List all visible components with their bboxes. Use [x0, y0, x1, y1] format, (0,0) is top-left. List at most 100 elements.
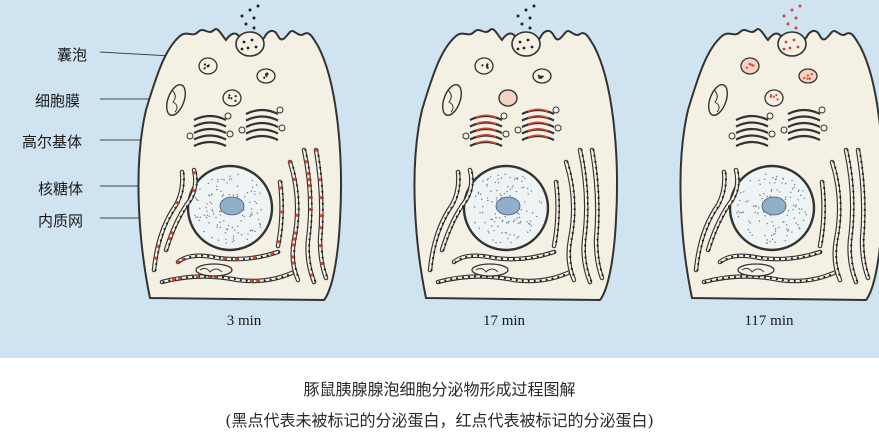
ribosome-dot	[835, 261, 838, 265]
ribosome-dot	[839, 214, 842, 217]
ribosome-dot	[471, 171, 474, 174]
chromatin-dot	[509, 194, 511, 197]
chromatin-dot	[759, 183, 761, 185]
chromatin-dot	[786, 235, 788, 237]
ribosome-dot	[860, 160, 863, 163]
cell-1	[137, 4, 342, 302]
chromatin-dot	[215, 185, 218, 188]
labeled-protein-dot	[306, 172, 310, 176]
chromatin-dot	[250, 208, 253, 210]
ribosome-dot	[310, 220, 313, 223]
ribosome-dot	[823, 210, 827, 214]
golgi-cisterna	[735, 114, 769, 121]
labeled-protein-dot	[156, 244, 160, 248]
ribosome-dot	[851, 178, 854, 181]
chromatin-dot	[765, 173, 767, 175]
chromatin-dot	[216, 226, 218, 228]
ribosome-dot	[725, 257, 728, 260]
ribosome-dot	[458, 210, 461, 213]
ribosome-dot	[321, 220, 324, 223]
chromatin-dot	[226, 182, 228, 184]
chromatin-dot	[194, 197, 197, 199]
ribosome-dot	[573, 214, 576, 217]
chromatin-dot	[487, 177, 489, 180]
ribosome-dot	[444, 279, 447, 282]
protein-dot	[263, 76, 266, 79]
chromatin-dot	[782, 178, 784, 180]
ribosome-dot	[822, 228, 825, 231]
ribosome-dot	[438, 280, 441, 284]
labeled-protein-dot	[288, 160, 292, 164]
ribosome-dot	[455, 277, 459, 280]
protein-dot	[522, 46, 526, 50]
time-label-3: 117 min	[744, 313, 794, 329]
chromatin-dot	[486, 197, 489, 199]
golgi-apparatus-b	[780, 106, 828, 141]
labeled-protein-dot	[309, 273, 314, 277]
chromatin-dot	[506, 190, 508, 193]
ribosome-dot	[796, 256, 799, 259]
chromatin-dot	[221, 195, 224, 197]
er-lumen	[314, 148, 328, 280]
ribosome-dot	[852, 202, 855, 205]
golgi-apparatus-a	[728, 112, 776, 147]
ribosome-dot	[838, 226, 841, 229]
ribosome-dot	[707, 222, 711, 225]
ribosome-dot	[705, 228, 708, 231]
chromatin-dot	[798, 208, 801, 210]
golgi-labeled-protein	[527, 127, 549, 132]
ribosome-dot	[861, 166, 864, 169]
mitochondrion-bottom	[737, 263, 775, 277]
chromatin-dot	[747, 228, 750, 231]
ribosome-dot	[174, 226, 177, 229]
chromatin-dot	[489, 176, 492, 178]
secreted-dot	[790, 8, 794, 12]
chromatin-dot	[524, 201, 526, 203]
chromatin-dot	[511, 187, 513, 189]
ribosome-dot	[305, 154, 308, 157]
ribosome-dot	[195, 254, 198, 258]
ribosome-dot	[154, 268, 157, 272]
ribosome-dot	[555, 240, 558, 243]
chromatin-dot	[518, 216, 521, 219]
ribosome-dot	[760, 256, 764, 260]
chromatin-dot	[199, 207, 201, 210]
chromatin-dot	[232, 194, 235, 196]
ribosome-dot	[863, 256, 866, 259]
chromatin-dot	[769, 182, 771, 184]
chromatin-dot	[488, 232, 490, 234]
labeled-protein-dot	[292, 237, 296, 241]
ribosome-dot	[281, 192, 284, 196]
labeled-protein-dot	[320, 261, 324, 266]
chromatin-dot	[766, 242, 768, 245]
ribosome-dot	[714, 231, 717, 235]
ribosome-dot	[775, 278, 778, 281]
ribosome-dot	[470, 189, 473, 192]
chromatin-dot	[232, 235, 235, 238]
protein-dot	[240, 47, 244, 51]
chromatin-dot	[232, 238, 235, 240]
chromatin-dot	[507, 186, 509, 188]
secreted-dot	[786, 22, 790, 26]
chromatin-dot	[540, 202, 543, 204]
ribosome-dot	[281, 216, 284, 220]
ribosome-dot	[548, 252, 551, 255]
chromatin-dot	[805, 213, 807, 216]
ribosome-dot	[721, 215, 725, 218]
chromatin-dot	[509, 176, 511, 179]
ribosome-dot	[863, 190, 866, 193]
ribosome-dot	[168, 279, 171, 282]
ribosome-dot	[292, 166, 295, 169]
chromatin-dot	[199, 188, 201, 191]
ribosome-dot	[483, 255, 486, 258]
ribosome-dot	[455, 215, 459, 218]
protein-dot	[769, 93, 773, 97]
golgi-apparatus-a	[462, 112, 510, 147]
ribosome-dot	[865, 268, 868, 271]
labeled-protein-dot	[318, 178, 322, 182]
chromatin-dot	[208, 222, 210, 224]
ribosome-dot	[828, 273, 832, 277]
chromatin-dot	[752, 205, 755, 208]
ribosome-dot	[595, 172, 598, 175]
golgi-cisterna	[787, 134, 821, 141]
